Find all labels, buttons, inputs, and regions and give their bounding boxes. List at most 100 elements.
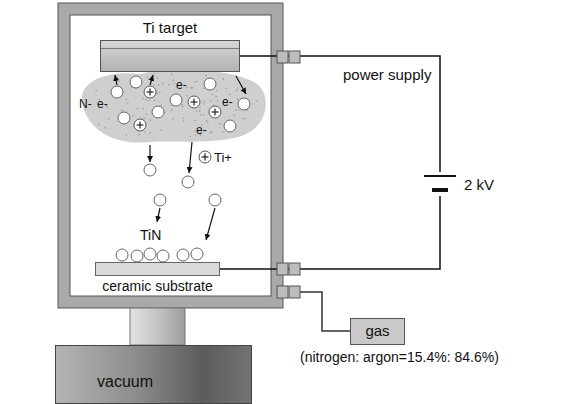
texture-dot [203,114,205,116]
texture-dot [226,88,228,90]
texture-dot [104,127,106,129]
plus-sign [214,109,215,116]
texture-dot [174,83,176,85]
texture-dot [154,100,156,102]
vacuum-pump: vacuum [55,345,252,404]
texture-dot [235,110,237,112]
electron-label: e- [222,96,233,108]
texture-dot [203,101,205,103]
battery-gap [422,172,458,196]
gas-mixture-note: (nitrogen: argon=15.4%: 84.6%) [300,350,499,364]
ion-circle [199,151,211,163]
ion-particle [199,151,211,163]
battery-symbol [422,172,458,196]
texture-dot [210,100,212,102]
texture-dot [173,80,175,82]
texture-dot [172,118,174,120]
battery-plate [432,188,448,192]
texture-dot [126,99,128,101]
texture-dot [215,96,217,98]
texture-dot [199,110,201,112]
vacuum-chamber [64,9,277,302]
node-label: Ti target [143,20,197,37]
plus-sign [139,122,140,129]
texture-dot [159,91,161,93]
texture-dot [118,80,120,82]
voltage-label: 2 kV [464,177,494,192]
texture-dot [211,131,213,133]
texture-dot [148,100,150,102]
plus-sign [149,89,150,96]
texture-dot [205,75,207,77]
atom-particle [191,248,203,260]
texture-dot [223,78,225,80]
feedthrough [277,263,288,275]
atom-particle [157,250,169,262]
texture-dot [234,114,236,116]
texture-dot [196,80,198,82]
atom-particle [204,78,216,90]
texture-dot [222,131,224,133]
texture-dot [150,132,152,134]
texture-dot [171,109,173,111]
texture-dot [182,106,184,108]
texture-dot [194,131,196,133]
texture-dot [161,104,163,106]
ion-particle [134,119,146,131]
texture-dot [98,124,100,126]
atom-particle [224,120,236,132]
texture-dot [242,118,244,120]
atom-particle [152,106,164,118]
electron-label: e- [97,98,108,110]
arrow [157,208,160,222]
texture-dot [194,81,196,83]
texture-dot [219,123,221,125]
texture-dot [203,103,205,105]
texture-dot [191,87,193,89]
ion-circle [144,86,156,98]
texture-dot [95,90,97,92]
arrow [149,145,150,162]
node-label: ceramic substrate [102,279,212,294]
atom-particle [154,194,166,206]
atom-particle [209,194,221,206]
texture-dot [211,131,213,133]
texture-dot [210,132,212,134]
texture-dot [156,77,158,79]
texture-dot [207,121,209,123]
electron-label: e- [196,124,207,136]
battery-plate [424,175,456,177]
texture-dot [156,93,158,95]
texture-dot [138,134,140,136]
atom-particle [116,249,128,261]
texture-dot [171,73,173,75]
texture-dot [132,115,134,117]
chamber-outline [58,3,283,308]
ion-label: Ti+ [214,151,232,164]
target-layer-line [101,48,239,49]
atom-particle [130,76,142,88]
texture-dot [195,120,197,122]
atom-particle [111,86,123,98]
texture-dot [150,119,152,121]
gas-line [300,292,350,331]
atom-particle [144,248,156,260]
texture-dot [154,73,156,75]
texture-dot [191,87,193,89]
ion-circle [188,96,200,108]
atom-particle [144,164,156,176]
ceramic-substrate: ceramic substrate [95,262,220,276]
particle-arrows [115,75,246,240]
texture-dot [147,77,149,79]
atom-particle [131,250,143,262]
vacuum-pipe [130,308,185,345]
texture-dot [236,90,238,92]
ion-circle [209,106,221,118]
texture-dot [237,87,239,89]
feedthrough [289,263,300,275]
atom-particle [177,249,189,261]
texture-dot [143,118,145,120]
texture-dot [168,84,170,86]
texture-dot [162,83,164,85]
